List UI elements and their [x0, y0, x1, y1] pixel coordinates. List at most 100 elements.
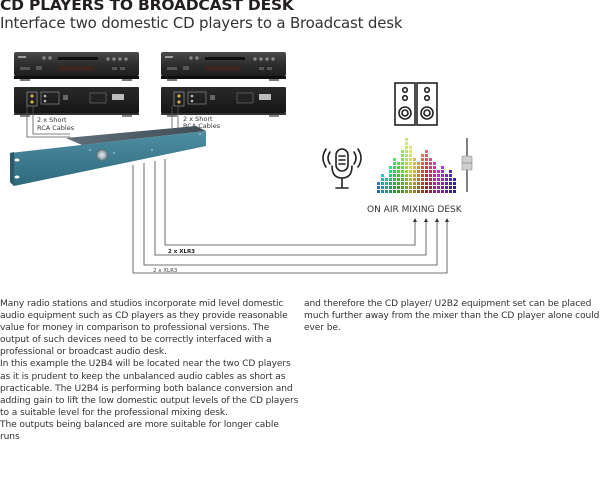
equalizer-dot [381, 178, 384, 181]
equalizer-dot [401, 162, 404, 165]
equalizer-dot [405, 178, 408, 181]
rca-label-1-line2: RCA Cables [37, 124, 75, 132]
cd-player-1-rear [14, 87, 139, 117]
equalizer-dot [449, 178, 452, 181]
equalizer-dot [397, 178, 400, 181]
equalizer-dot [417, 178, 420, 181]
equalizer-dot [417, 186, 420, 189]
equalizer-dot [409, 154, 412, 157]
equalizer-dot [449, 182, 452, 185]
equalizer-dot [453, 182, 456, 185]
equalizer-dot [425, 190, 428, 193]
equalizer-dot [401, 170, 404, 173]
equalizer-dot [409, 174, 412, 177]
equalizer-dot [441, 186, 444, 189]
equalizer-dot [409, 166, 412, 169]
equalizer-dot [441, 174, 444, 177]
equalizer-dot [437, 174, 440, 177]
equalizer-dot [409, 186, 412, 189]
equalizer-dot [453, 178, 456, 181]
equalizer-dot [405, 190, 408, 193]
equalizer-dot [433, 178, 436, 181]
equalizer-dot [429, 162, 432, 165]
equalizer-dot [409, 170, 412, 173]
equalizer-dot [401, 166, 404, 169]
equalizer-dot [381, 174, 384, 177]
equalizer-dot [433, 162, 436, 165]
equalizer-dot [409, 178, 412, 181]
equalizer-dot [377, 186, 380, 189]
equalizer-dot [421, 170, 424, 173]
u2b4-rack-unit [10, 126, 206, 186]
mixing-desk-label: ON AIR MIXING DESK [367, 205, 463, 215]
body-column-1: Many radio stations and studios incorpor… [0, 298, 300, 443]
equalizer-dot [425, 186, 428, 189]
equalizer-dot [381, 190, 384, 193]
equalizer-dot [405, 158, 408, 161]
equalizer-dot [429, 190, 432, 193]
equalizer-dot [425, 166, 428, 169]
equalizer-dot [413, 174, 416, 177]
equalizer-dot [413, 158, 416, 161]
equalizer-dot [401, 182, 404, 185]
equalizer-dot [401, 150, 404, 153]
equalizer-dot [429, 178, 432, 181]
equalizer-dot [437, 182, 440, 185]
equalizer-dot [429, 166, 432, 169]
equalizer-dot [453, 190, 456, 193]
equalizer-dot [413, 182, 416, 185]
equalizer-dot [393, 178, 396, 181]
xlr-label-outer: 2 x XLR3 [153, 268, 178, 274]
equalizer-dot [445, 178, 448, 181]
equalizer-dot [445, 174, 448, 177]
equalizer-dot [377, 190, 380, 193]
equalizer-dot [393, 174, 396, 177]
equalizer-dot [417, 182, 420, 185]
equalizer-dot [449, 174, 452, 177]
equalizer-dot [413, 162, 416, 165]
equalizer-dot [421, 154, 424, 157]
equalizer-dot [401, 186, 404, 189]
equalizer-dot [385, 190, 388, 193]
equalizer-dot [413, 166, 416, 169]
equalizer-dot [413, 170, 416, 173]
equalizer-dot [445, 190, 448, 193]
equalizer-dot [405, 154, 408, 157]
wiring-diagram: 2 x Short RCA Cables 2 x Short RCA Cable… [10, 52, 473, 274]
xlr-cables [132, 159, 449, 274]
equalizer-dot [437, 178, 440, 181]
equalizer-dot [441, 178, 444, 181]
equalizer-dot [401, 174, 404, 177]
body-column-2: and therefore the CD player/ U2B2 equipm… [304, 298, 600, 334]
equalizer-dot [397, 162, 400, 165]
equalizer-dot [393, 166, 396, 169]
equalizer-dot [421, 178, 424, 181]
equalizer-icon [377, 138, 456, 193]
equalizer-dot [417, 190, 420, 193]
rca-cables [26, 106, 179, 138]
equalizer-dot [397, 170, 400, 173]
equalizer-dot [421, 186, 424, 189]
page-subtitle: Interface two domestic CD players to a B… [0, 14, 403, 32]
equalizer-dot [421, 166, 424, 169]
equalizer-dot [397, 182, 400, 185]
equalizer-dot [421, 190, 424, 193]
equalizer-dot [417, 166, 420, 169]
equalizer-dot [449, 190, 452, 193]
speaker-icon [394, 82, 438, 126]
equalizer-dot [425, 178, 428, 181]
equalizer-dot [429, 170, 432, 173]
equalizer-dot [401, 190, 404, 193]
equalizer-dot [445, 182, 448, 185]
equalizer-dot [425, 158, 428, 161]
equalizer-dot [389, 178, 392, 181]
equalizer-dot [417, 170, 420, 173]
equalizer-dot [425, 170, 428, 173]
equalizer-dot [385, 178, 388, 181]
equalizer-dot [393, 190, 396, 193]
equalizer-dot [405, 138, 408, 141]
equalizer-dot [397, 186, 400, 189]
equalizer-dot [453, 186, 456, 189]
equalizer-dot [413, 190, 416, 193]
equalizer-dot [413, 186, 416, 189]
